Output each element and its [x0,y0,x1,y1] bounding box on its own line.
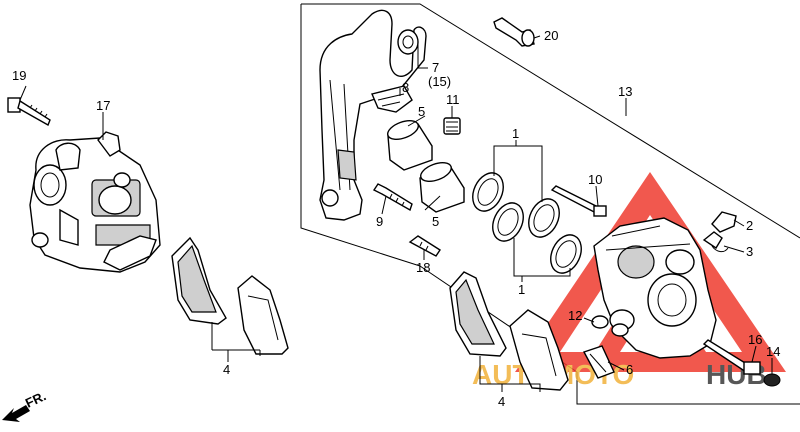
bleeder-cap-3 [702,231,729,253]
slide-pin-10 [550,185,607,217]
callout-2: 2 [746,218,753,233]
callout-9: 9 [376,214,383,229]
front-direction-arrow: FR. [2,388,48,422]
brake-pad-left-pair [171,236,289,355]
callout-17: 17 [96,98,110,113]
callout-5-upper: 5 [418,104,425,119]
callout-19: 19 [12,68,26,83]
callout-8: 8 [402,80,409,95]
boot-5-lower [419,162,465,213]
callout-labels: 19 17 4 7 (15) 8 5 11 5 9 18 1 1 20 10 1… [12,28,780,409]
callout-13: 13 [618,84,632,99]
bolt-20 [493,17,535,47]
callout-7-alt: (15) [428,74,451,89]
callout-4-right: 4 [498,394,505,409]
callout-16: 16 [748,332,762,347]
pad-spring-8 [371,85,413,113]
bleeder-valve-2 [711,211,737,233]
brake-pad-right-pair [449,271,569,391]
boot-5-upper [387,120,433,171]
callout-1-upper: 1 [512,126,519,141]
pin-bolt-9 [372,183,413,212]
callout-4-left: 4 [223,362,230,377]
caliper-bracket-7 [319,9,427,221]
callout-14: 14 [766,344,780,359]
piston-seals-1-upper [472,172,560,238]
callout-10: 10 [588,172,602,187]
bleeder-cap-11 [443,117,461,135]
caliper-body-13 [593,217,717,359]
front-arrow-label: FR. [23,388,48,410]
callout-20: 20 [544,28,558,43]
callout-6: 6 [626,362,633,377]
pad-pin-12 [591,315,629,337]
callout-11: 11 [446,92,460,107]
callout-1-lower: 1 [518,282,525,297]
left-caliper-assembly [7,97,289,355]
callout-7: 7 [432,60,439,75]
bolt-19 [7,97,51,127]
callout-18: 18 [416,260,430,275]
pad-clip-6 [582,345,615,379]
caliper-body-17 [29,131,161,273]
callout-12: 12 [568,308,582,323]
piston-seals-1-lower [492,202,582,274]
nut-14 [763,373,781,387]
bolt-18 [408,235,441,257]
callout-3: 3 [746,244,753,259]
leader-lines [19,35,773,392]
callout-5-lower: 5 [432,214,439,229]
